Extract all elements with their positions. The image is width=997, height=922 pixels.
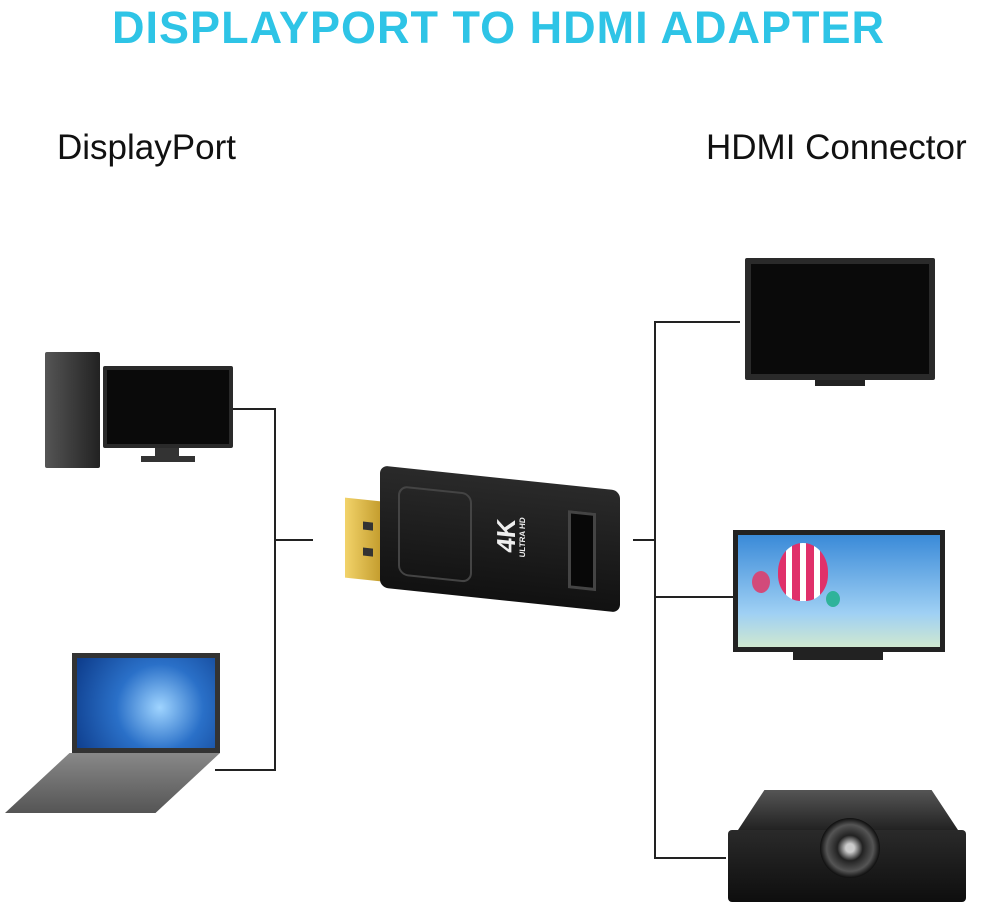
hdmi-connector-label: HDMI Connector xyxy=(706,128,967,167)
desktop-pc-icon xyxy=(45,352,235,472)
connector-line xyxy=(215,769,276,771)
connector-line xyxy=(274,408,276,771)
pc-tower xyxy=(45,352,100,468)
pc-monitor xyxy=(103,366,233,448)
monitor-screen xyxy=(733,530,945,652)
page-title: DISPLAYPORT TO HDMI ADAPTER xyxy=(112,2,885,53)
laptop-icon xyxy=(0,650,222,820)
connector-line xyxy=(232,408,276,410)
projector-lens xyxy=(820,818,880,878)
4k-badge: 4K xyxy=(491,517,521,554)
connector-line xyxy=(654,321,656,859)
ultra-hd-text: ULTRA HD xyxy=(518,516,527,558)
monitor-icon xyxy=(733,530,945,670)
projector-icon xyxy=(728,790,968,908)
connector-line xyxy=(274,539,313,541)
laptop-keyboard xyxy=(5,753,220,813)
latch xyxy=(398,485,472,584)
laptop-screen xyxy=(72,653,220,753)
connector-line xyxy=(654,596,734,598)
connector-line xyxy=(633,539,656,541)
dp-to-hdmi-adapter: 4K ULTRA HD xyxy=(330,465,620,613)
balloon xyxy=(778,543,828,601)
adapter-body: 4K ULTRA HD xyxy=(380,465,620,613)
hdmi-port xyxy=(568,510,596,592)
connector-line xyxy=(654,321,740,323)
connector-line xyxy=(654,857,726,859)
tv-icon xyxy=(745,258,937,398)
displayport-label: DisplayPort xyxy=(57,128,236,167)
